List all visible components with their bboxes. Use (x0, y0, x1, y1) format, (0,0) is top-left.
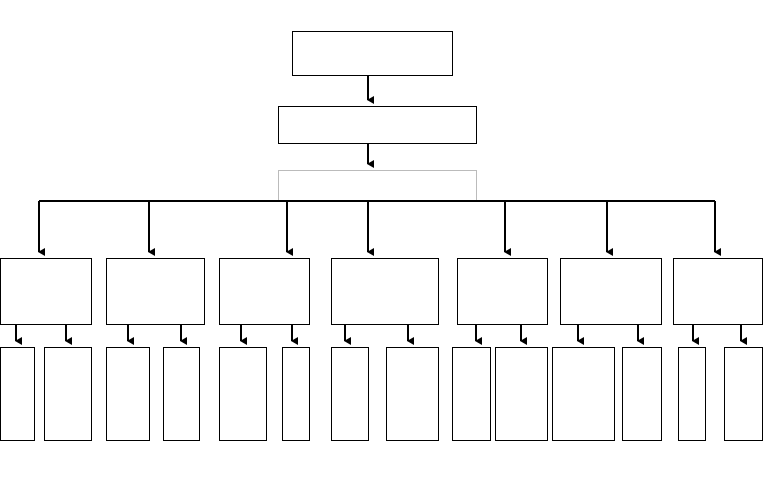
leaf-box-3-1 (219, 347, 267, 441)
leaf-box-5-2 (495, 347, 548, 441)
category-box-6 (560, 258, 662, 325)
leaf-box-1-1 (0, 347, 35, 441)
leaf-box-4-1 (331, 347, 369, 441)
leaf-box-4-2 (386, 347, 439, 441)
category-box-1 (0, 258, 92, 325)
root-box (292, 31, 453, 76)
category-box-7 (673, 258, 763, 325)
leaf-box-6-2 (622, 347, 662, 441)
category-box-5 (457, 258, 548, 325)
leaf-box-5-1 (452, 347, 491, 441)
leaf-box-7-1 (678, 347, 706, 441)
leaf-box-7-2 (724, 347, 763, 441)
leaf-box-1-2 (44, 347, 92, 441)
level-2-box (278, 106, 477, 144)
level-3-box (278, 170, 477, 202)
leaf-box-3-2 (282, 347, 310, 441)
leaf-box-6-1 (552, 347, 615, 441)
category-box-4 (331, 258, 439, 325)
category-box-2 (106, 258, 205, 325)
category-box-3 (219, 258, 310, 325)
leaf-box-2-1 (106, 347, 150, 441)
leaf-box-2-2 (163, 347, 200, 441)
